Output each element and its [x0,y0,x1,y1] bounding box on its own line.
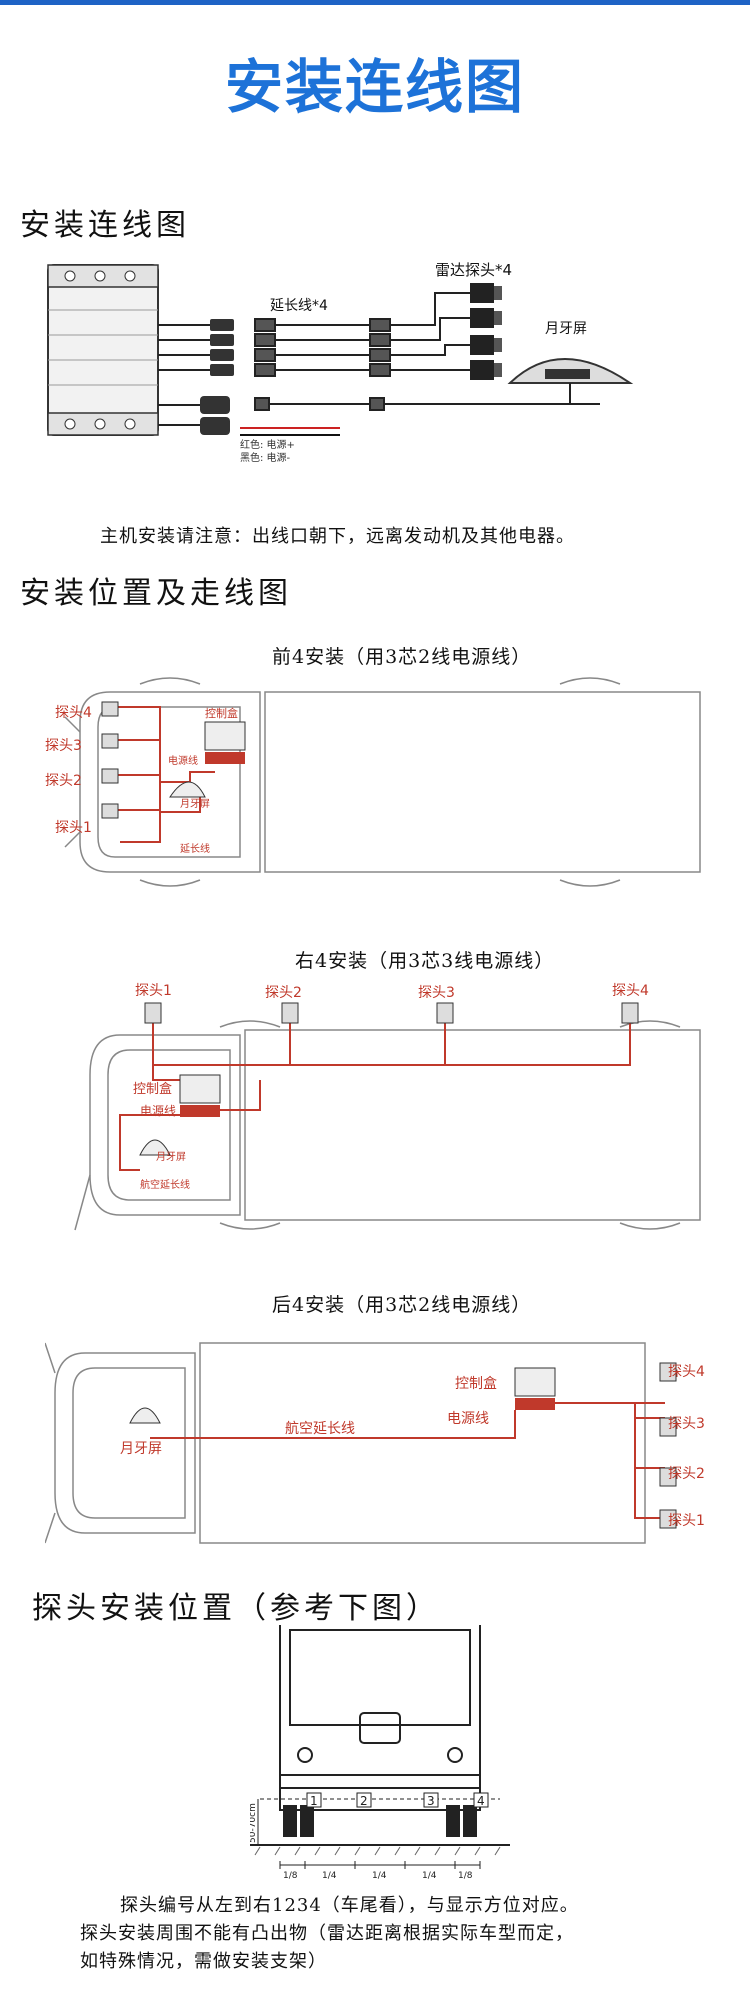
truck-outline-right [74,1020,701,1231]
fraction-5: 1/8 [458,1871,473,1880]
right-probe2-label: 探头2 [265,985,302,1001]
right-control-box-label: 控制盒 [133,1081,172,1097]
caption-rear: 后4安装（用3芯2线电源线） [272,1294,532,1316]
right-moon-screen [139,1139,171,1156]
caption-right: 右4安装（用3芯3线电源线） [295,950,555,972]
right-probe1-label: 探头1 [135,983,172,999]
page-title: 安装连线图 [224,53,525,121]
position-1-label: 1 [310,1794,318,1808]
fraction-1: 1/8 [283,1871,298,1880]
position-3-label: 3 [427,1794,435,1808]
caption-front: 前4安装（用3芯2线电源线） [272,646,532,668]
rear-install-diagram: 月牙屏 航空延长线 控制盒 电源线 探头4 探头3 探头2 探头1 [45,1342,705,1544]
truck-rear-view [279,1625,481,1796]
note-line-1: 探头编号从左到右1234（车尾看），与显示方位对应。 [120,1895,579,1916]
position-2-label: 2 [360,1794,368,1808]
front-moon-screen-label: 月牙屏 [180,798,210,810]
front-probe2-label: 探头2 [45,773,82,789]
right-control-box-ports [180,1105,220,1117]
right-power-line-label: 电源线 [140,1104,176,1118]
host-install-note: 主机安装请注意：出线口朝下，远离发动机及其他电器。 [100,526,575,547]
rear-control-box [514,1367,556,1397]
radar-probe-label: 雷达探头*4 [435,261,512,279]
rear-probe4-label: 探头4 [668,1364,705,1380]
rear-control-box-label: 控制盒 [455,1375,497,1392]
right-probe4-label: 探头4 [612,983,649,999]
front-extension-label: 延长线 [180,842,210,855]
note-line-3: 如特殊情况，需做安装支架） [80,1951,327,1972]
truck-outline-rear [45,1342,646,1544]
extension-label: 延长线*4 [270,298,328,314]
right-probes [144,1002,639,1024]
front-control-box-ports [205,752,245,764]
front-control-box-label: 控制盒 [205,706,238,720]
front-install-diagram: 探头4 探头3 探头2 探头1 控制盒 电源线 月牙屏 延长线 [45,677,701,887]
probe-positions [306,1792,489,1808]
front-probe1-label: 探头1 [55,820,92,836]
position-4-label: 4 [477,1794,485,1808]
black-wire-label: 黑色: 电源- [240,451,291,464]
section-title-wiring: 安装连线图 [20,208,190,243]
top-accent-bar [0,0,750,5]
front-power-line-label: 电源线 [168,754,198,767]
wiring-diagram: 雷达探头*4 延长线*4 月牙屏 红色: 电源+ 黑色: 电源- [47,261,634,464]
fraction-2: 1/4 [322,1871,337,1880]
right-install-diagram: 探头1 探头2 探头3 探头4 控制盒 电源线 月牙屏 航空延长线 [74,983,701,1231]
rear-truck-diagram: 1 2 3 4 50-70cm 1/8 1/4 1/4 1/4 1/8 [250,1625,510,1880]
extension-lines [254,318,391,377]
rear-power-line-label: 电源线 [447,1411,489,1427]
rear-probe1-label: 探头1 [668,1513,705,1529]
fraction-3: 1/4 [372,1871,387,1880]
section-title-probe-position: 探头安装位置（参考下图） [32,1591,440,1626]
rear-aviation-ext-label: 航空延长线 [285,1421,355,1437]
right-aviation-ext-label: 航空延长线 [140,1178,190,1191]
rear-probe3-label: 探头3 [668,1416,705,1432]
section-title-position: 安装位置及走线图 [20,576,292,611]
moon-screen-device [507,358,634,404]
right-moon-screen-label: 月牙屏 [156,1151,186,1163]
front-probe4-label: 探头4 [55,705,92,721]
host-unit [47,264,159,436]
moon-screen-label: 月牙屏 [545,321,587,337]
rear-probes [659,1362,677,1529]
front-moon-screen [169,781,206,798]
radar-probes [470,283,502,380]
rear-wheels [283,1805,477,1837]
rear-control-box-ports [515,1398,555,1410]
truck-outline-front [64,677,701,887]
fraction-4: 1/4 [422,1871,437,1880]
red-wire-label: 红色: 电源+ [240,438,295,451]
right-control-box [179,1074,221,1104]
probe-wires [390,292,470,371]
note-line-2: 探头安装周围不能有凸出物（雷达距离根据实际车型而定， [80,1923,574,1944]
host-plugs [200,319,234,435]
front-probes [101,701,119,819]
height-range-label: 50-70cm [250,1803,258,1843]
rear-moon-screen [129,1407,161,1424]
rear-probe2-label: 探头2 [668,1466,705,1482]
right-probe3-label: 探头3 [418,985,455,1001]
front-probe3-label: 探头3 [45,738,82,754]
probe-install-notes: 探头编号从左到右1234（车尾看），与显示方位对应。 探头安装周围不能有凸出物（… [80,1892,720,1976]
rear-moon-screen-label: 月牙屏 [120,1441,162,1457]
front-control-box [204,721,246,751]
